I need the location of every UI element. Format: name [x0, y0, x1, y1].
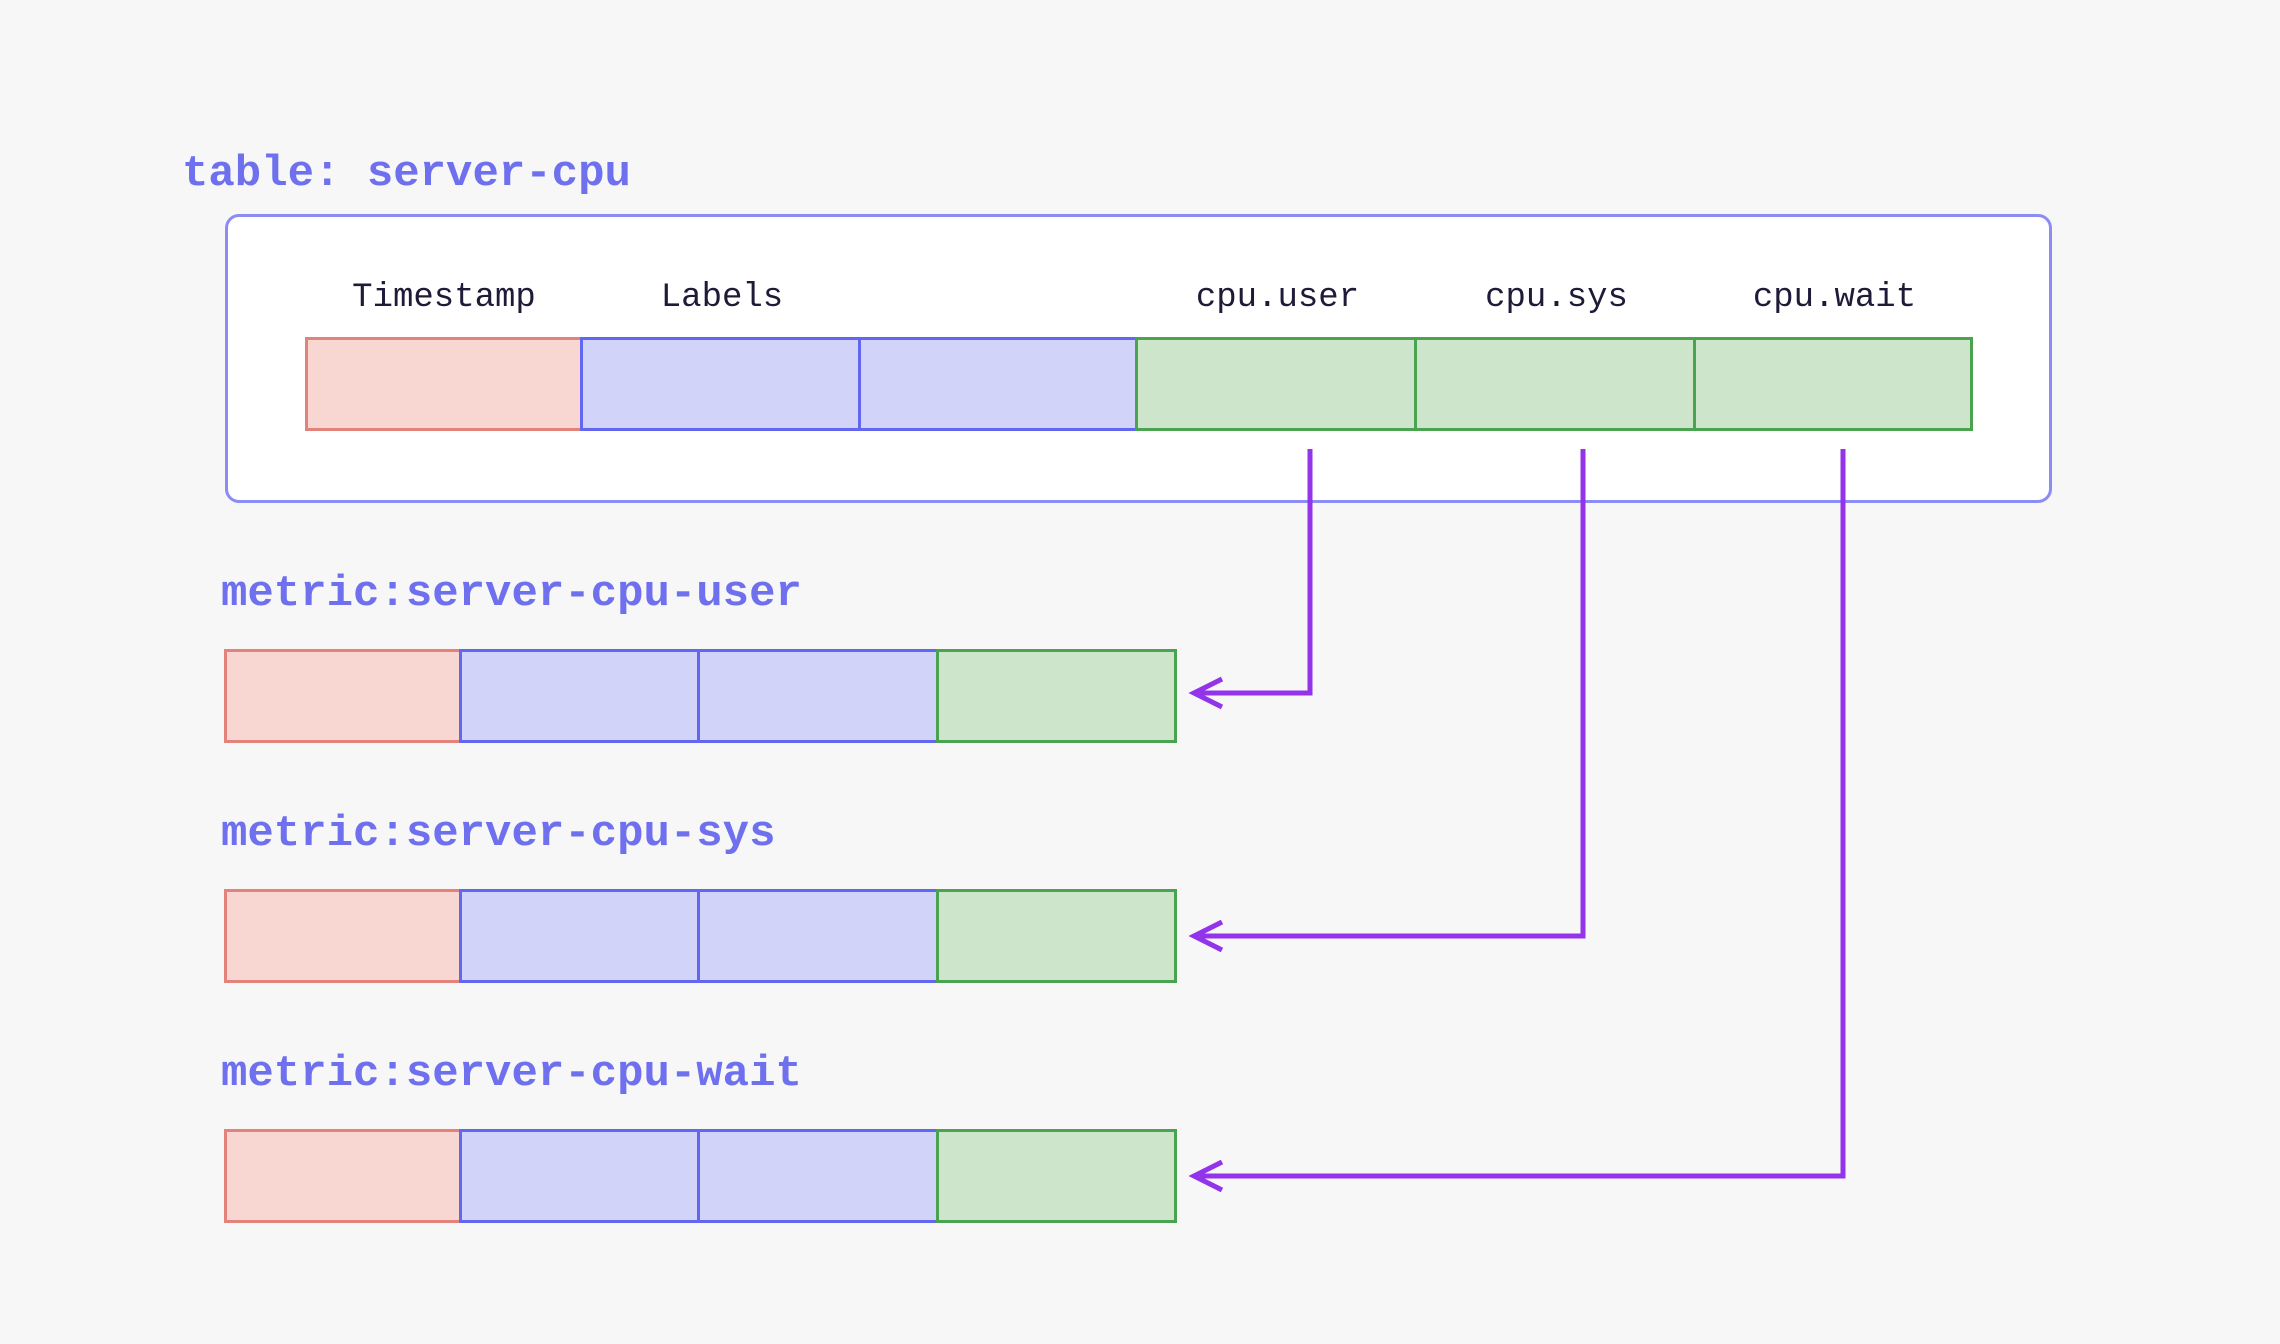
- cell-labels-1: [580, 337, 861, 431]
- cell-cpu-user: [1135, 337, 1417, 431]
- metric-row-cpu-sys: [224, 889, 1177, 983]
- cell-timestamp: [224, 1129, 462, 1223]
- cell-cpu-wait: [1693, 337, 1973, 431]
- metric-label-cpu-sys: metric:server-cpu-sys: [221, 809, 776, 859]
- column-header-labels: Labels: [660, 279, 784, 317]
- cell-timestamp: [305, 337, 583, 431]
- cell-timestamp: [224, 649, 462, 743]
- cell-value: [936, 1129, 1177, 1223]
- cell-labels-2: [697, 649, 939, 743]
- cell-timestamp: [224, 889, 462, 983]
- cell-labels-1: [459, 889, 700, 983]
- cell-cpu-sys: [1414, 337, 1696, 431]
- column-header-timestamp: Timestamp: [352, 279, 536, 317]
- cell-labels-2: [697, 1129, 939, 1223]
- metric-row-cpu-wait: [224, 1129, 1177, 1223]
- cell-labels-1: [459, 649, 700, 743]
- arrow-cpu-sys: [1188, 449, 1586, 953]
- cell-labels-1: [459, 1129, 700, 1223]
- metric-label-cpu-wait: metric:server-cpu-wait: [221, 1049, 802, 1099]
- metric-label-cpu-user: metric:server-cpu-user: [221, 569, 802, 619]
- cell-labels-2: [697, 889, 939, 983]
- metric-row-cpu-user: [224, 649, 1177, 743]
- column-header-cpu-sys: cpu.sys: [1485, 279, 1628, 317]
- arrowhead-left-icon: [1188, 1159, 1224, 1193]
- column-header-cpu-user: cpu.user: [1195, 279, 1360, 317]
- table-row: [305, 337, 1973, 431]
- arrowhead-left-icon: [1188, 919, 1224, 953]
- column-header-cpu-wait: cpu.wait: [1752, 279, 1917, 317]
- table-title: table: server-cpu: [182, 149, 631, 199]
- cell-value: [936, 889, 1177, 983]
- arrowhead-left-icon: [1188, 676, 1224, 710]
- cell-value: [936, 649, 1177, 743]
- arrow-cpu-wait: [1188, 449, 1846, 1193]
- cell-labels-2: [858, 337, 1138, 431]
